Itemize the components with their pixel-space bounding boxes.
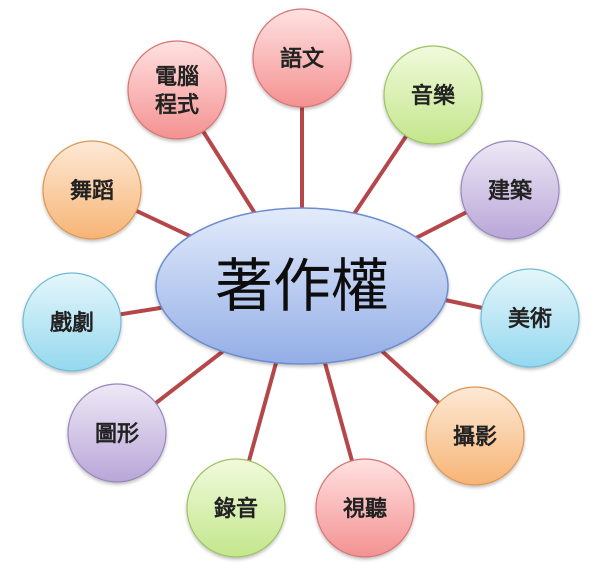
node-dance-label: 舞蹈 [70, 178, 114, 204]
node-language-circle [252, 8, 352, 108]
node-music-label: 音樂 [411, 83, 456, 109]
node-computer-program-label-line1: 電腦 [155, 64, 199, 90]
node-computer-program-label-line2: 程式 [155, 92, 199, 118]
node-audiovisual-label: 視聽 [343, 496, 387, 522]
center-node: 著作權 [155, 207, 449, 365]
node-sound-recording: 錄音 [186, 458, 286, 558]
node-architecture-circle [460, 140, 560, 240]
node-architecture-label: 建築 [488, 178, 533, 204]
node-computer-program-circle [127, 40, 227, 140]
node-computer-program: 電腦 程式 [127, 40, 227, 140]
node-language-label: 語文 [280, 46, 325, 72]
node-fine-art-circle [480, 268, 580, 368]
node-photography-circle [425, 386, 525, 486]
node-drama: 戲劇 [22, 272, 122, 372]
node-music-circle [383, 45, 483, 145]
node-language: 語文 [252, 8, 352, 108]
node-sound-recording-label: 錄音 [214, 496, 258, 522]
center-label: 著作權 [215, 252, 389, 320]
node-audiovisual-circle [315, 458, 415, 558]
node-dance: 舞蹈 [42, 140, 142, 240]
node-photography: 攝影 [425, 386, 525, 486]
node-graphics-label: 圖形 [95, 421, 139, 447]
node-architecture: 建築 [460, 140, 560, 240]
node-fine-art-label: 美術 [508, 306, 552, 332]
node-drama-label: 戲劇 [50, 310, 94, 336]
node-fine-art: 美術 [480, 268, 580, 368]
node-music: 音樂 [383, 45, 483, 145]
node-drama-circle [22, 272, 122, 372]
node-graphics: 圖形 [67, 383, 167, 483]
node-photography-label: 攝影 [453, 424, 497, 450]
node-dance-circle [42, 140, 142, 240]
node-sound-recording-circle [186, 458, 286, 558]
node-audiovisual: 視聽 [315, 458, 415, 558]
node-graphics-circle [67, 383, 167, 483]
center-ellipse [155, 207, 449, 365]
